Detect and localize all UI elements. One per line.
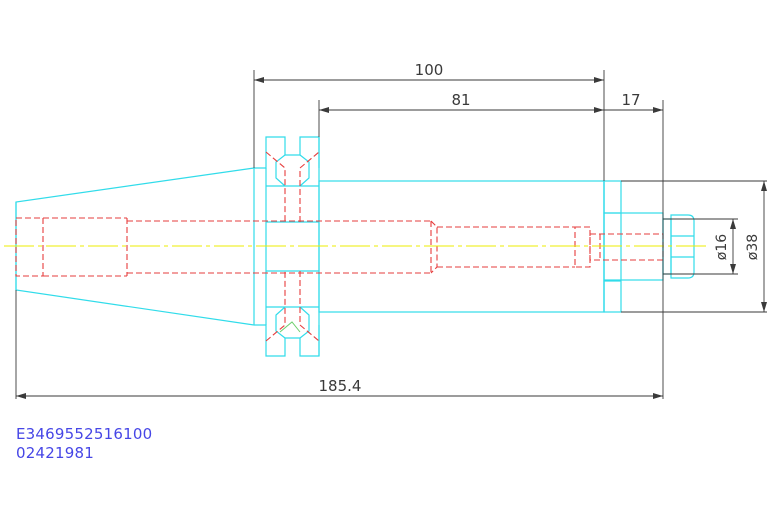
serial-number: 02421981 [16, 444, 94, 462]
dim-label-d38: ø38 [745, 234, 761, 260]
dim-label-81: 81 [451, 91, 470, 109]
dim-label-d16: ø16 [714, 234, 730, 260]
hidden-lines [15, 151, 664, 342]
dim-label-100: 100 [415, 61, 444, 79]
dimension-lines [15, 70, 767, 399]
dim-label-185-4: 185.4 [319, 377, 362, 395]
part-code: E3469552516100 [16, 425, 153, 443]
dim-label-17: 17 [621, 91, 640, 109]
flange-key-detail [279, 321, 301, 333]
